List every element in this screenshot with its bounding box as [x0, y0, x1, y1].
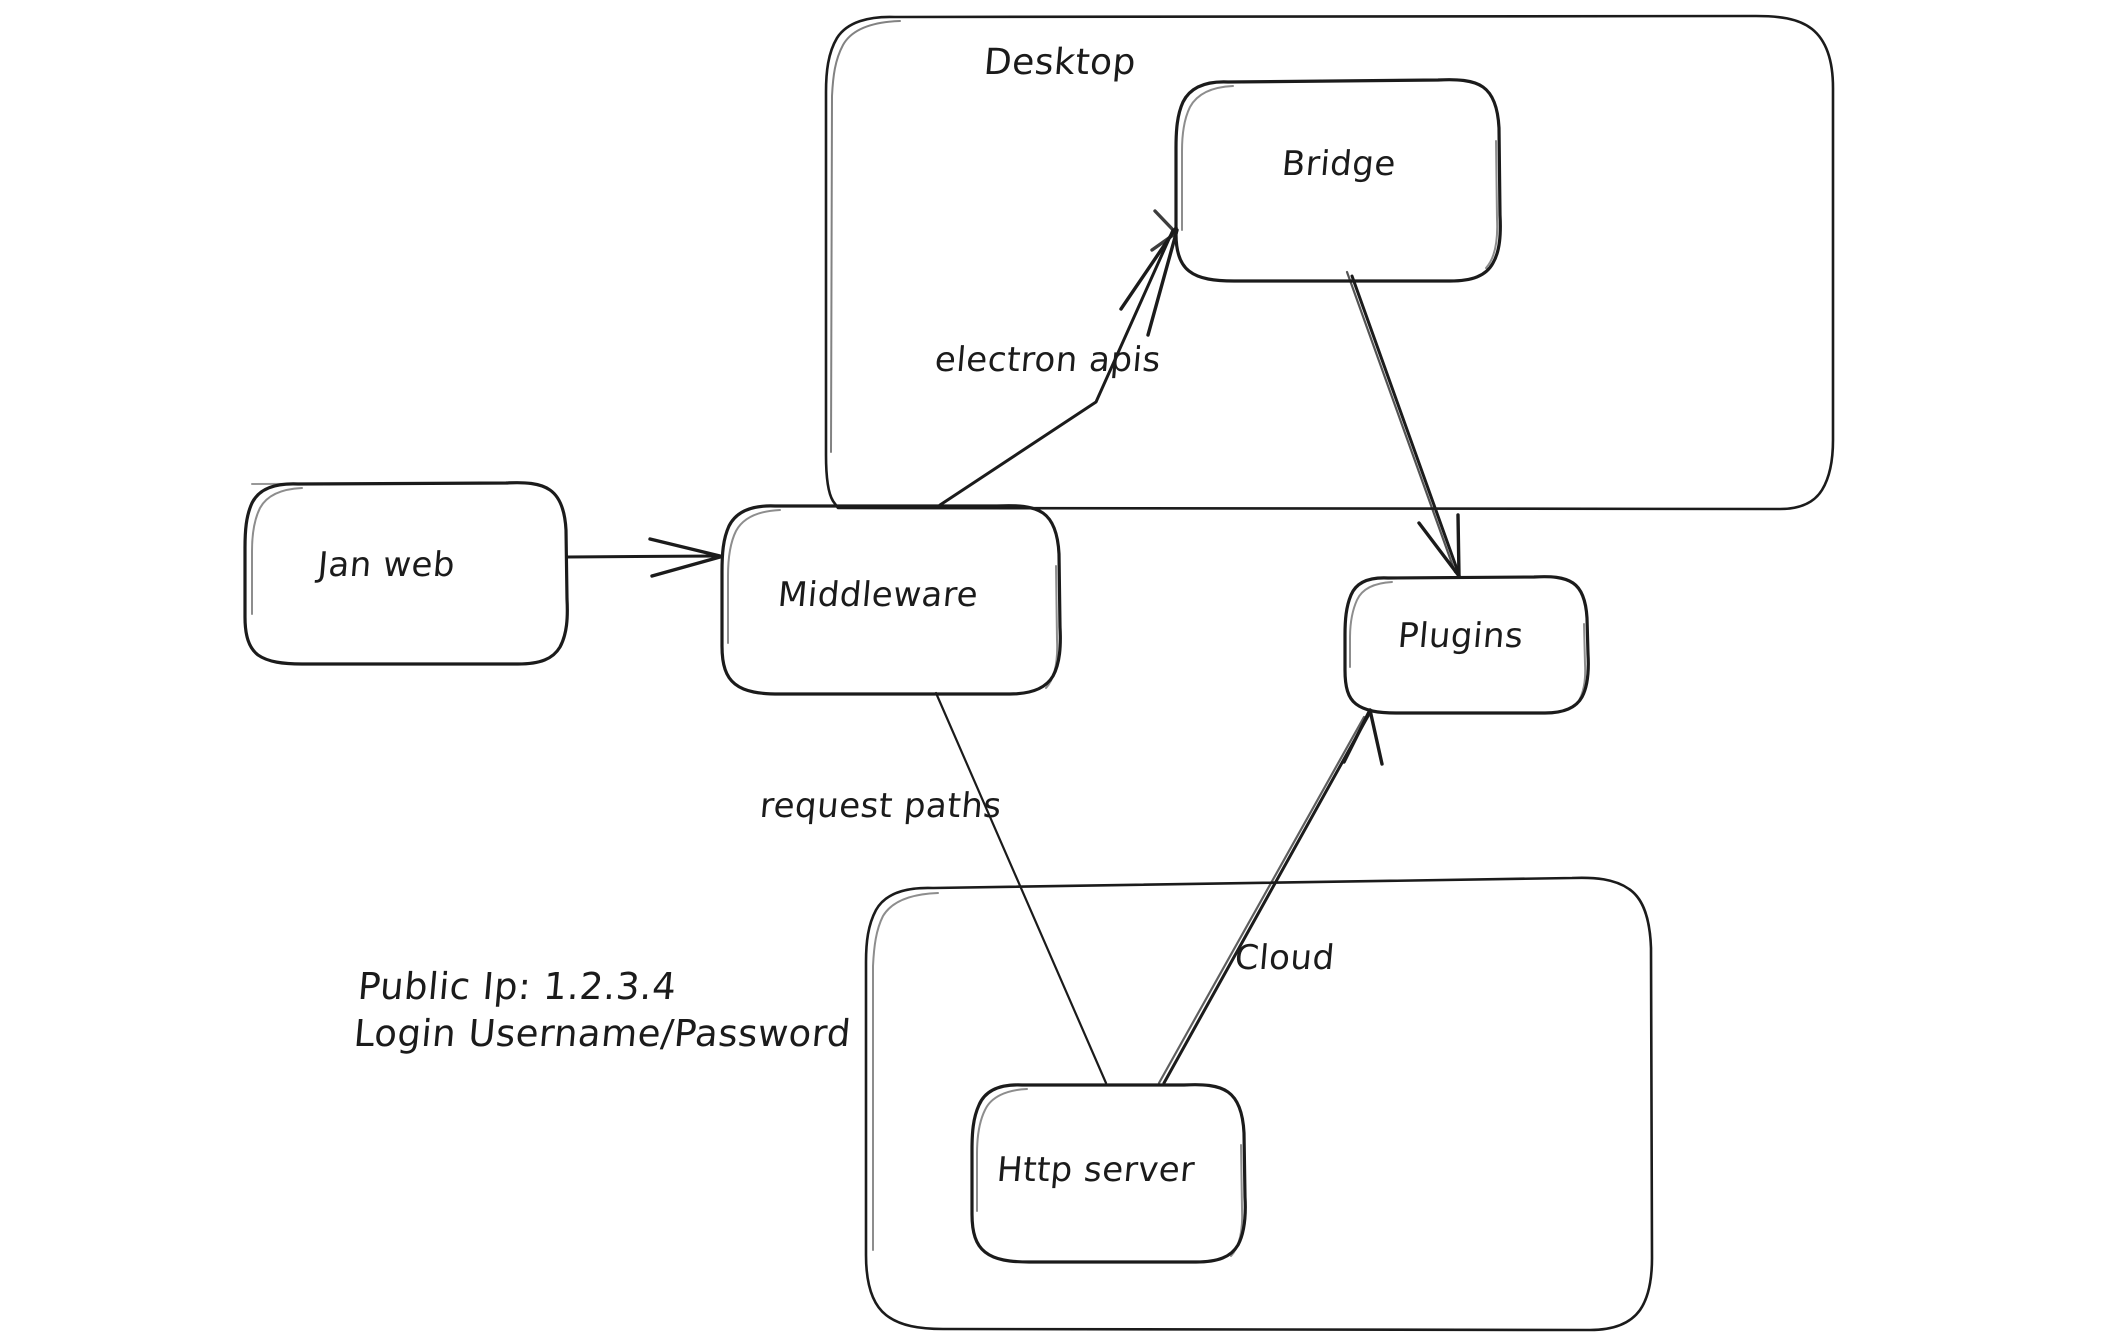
edge-middleware-to-http-server: [934, 691, 1108, 1085]
edge-middleware-to-bridge: [938, 209, 1179, 507]
edge-label-request-paths: request paths: [758, 786, 1004, 826]
group-desktop-outline: [824, 14, 1835, 511]
node-http-server-outline: [970, 1083, 1247, 1264]
edge-http-server-to-plugins: [1157, 708, 1384, 1085]
node-middleware-outline: [720, 504, 1062, 696]
node-label-middleware[interactable]: Middleware: [776, 575, 980, 615]
edge-jan-web-to-middleware: [565, 537, 722, 578]
edge-label-electron-apis: electron apis: [933, 340, 1163, 380]
group-label-desktop: Desktop: [982, 42, 1138, 83]
node-label-plugins[interactable]: Plugins: [1396, 616, 1526, 656]
node-label-http-server[interactable]: Http server: [995, 1150, 1197, 1190]
annotation-credentials-note: Public Ip: 1.2.3.4 Login Username/Passwo…: [352, 963, 857, 1057]
node-label-bridge[interactable]: Bridge: [1280, 144, 1398, 184]
node-plugins-outline: [1343, 575, 1590, 715]
node-label-jan-web[interactable]: Jan web: [316, 545, 457, 585]
group-cloud-outline: [864, 876, 1654, 1332]
annotation-public-ip: Public Ip: 1.2.3.4: [356, 965, 679, 1008]
edge-label-cloud: Cloud: [1233, 938, 1337, 978]
node-bridge-outline: [1174, 78, 1502, 283]
edge-bridge-to-plugins: [1345, 270, 1461, 578]
annotation-login: Login Username/Password: [352, 1012, 853, 1055]
node-jan-web-outline: [243, 481, 569, 666]
